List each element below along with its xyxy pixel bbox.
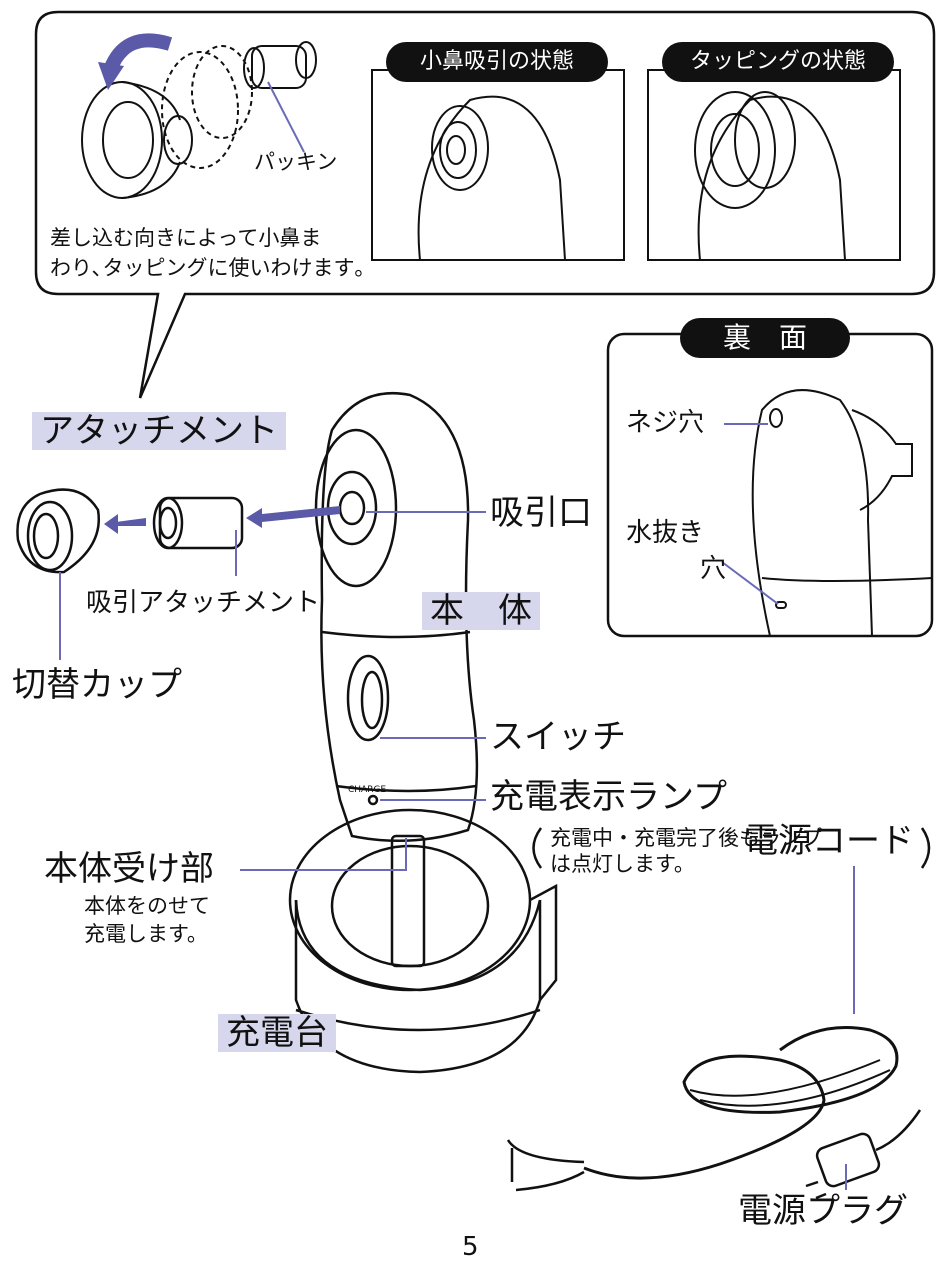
screw-hole-label: ネジ穴 <box>626 408 705 438</box>
power-plug-label: 電源プラグ <box>738 1191 908 1231</box>
panel-nose <box>371 69 625 261</box>
charge-mark: CHARGE <box>348 785 387 795</box>
body-receiver-note-1: 本体をのせて <box>84 894 210 918</box>
suction-port-label: 吸引口 <box>490 493 592 533</box>
charger-label: 充電台 <box>218 1014 336 1052</box>
callout-attachment-drawing <box>81 41 317 199</box>
panel-nose-title: 小鼻吸引の状態 <box>386 42 608 82</box>
body-receiver-label: 本体受け部 <box>44 849 214 889</box>
panel-tap-title: タッピングの状態 <box>662 42 894 82</box>
power-cord-label: 電源コード <box>744 821 914 861</box>
switch-cup-label: 切替カップ <box>12 665 182 705</box>
arrow-attach-icon <box>262 506 340 522</box>
back-title: 裏 面 <box>680 318 850 358</box>
suction-attachment-label: 吸引アタッチメント <box>86 588 321 618</box>
rotate-arrow-icon <box>103 33 173 73</box>
attachment-label: アタッチメント <box>32 412 286 450</box>
charge-lamp-label: 充電表示ランプ <box>490 777 727 817</box>
body-receiver-note-2: 充電します。 <box>84 922 208 946</box>
drain-hole-label-1: 水抜き <box>626 518 705 548</box>
drain-hole-label-2: 穴 <box>700 554 727 584</box>
power-plug-drawing <box>805 1109 922 1200</box>
usage-line1: 差し込む向きによって小鼻ま <box>50 226 322 250</box>
back-panel <box>606 332 934 638</box>
usage-line2: わり､タッピングに使いわけます｡ <box>50 256 365 280</box>
power-cord-drawing <box>583 1026 899 1180</box>
charge-lamp-note-2: は点灯します。 <box>550 852 695 876</box>
page-number: 5 <box>462 1232 479 1262</box>
packing-label: パッキン <box>254 150 338 174</box>
arrow-cup-icon <box>116 518 146 526</box>
main-body-label: 本 体 <box>422 592 540 630</box>
switch-label: スイッチ <box>490 717 626 757</box>
charge-lamp-note-1: 充電中・充電完了後もランプ <box>550 826 823 850</box>
